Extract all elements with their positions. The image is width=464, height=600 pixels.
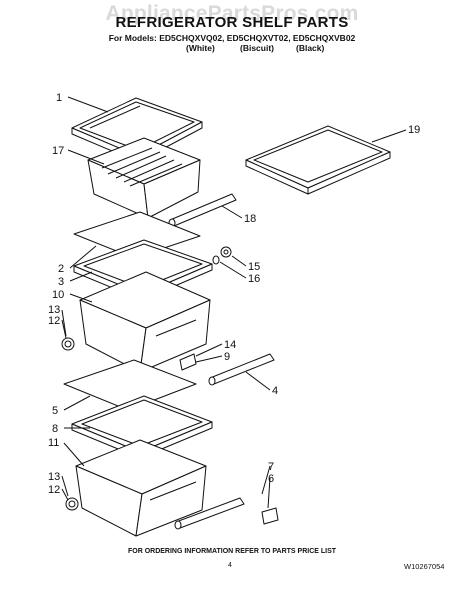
callout-3: 3 (58, 276, 64, 288)
ordering-footer: FOR ORDERING INFORMATION REFER TO PARTS … (127, 548, 337, 555)
color-white: (White) (186, 43, 215, 53)
callout-5: 5 (52, 405, 58, 417)
callout-16: 16 (248, 273, 260, 285)
callout-7: 7 (268, 461, 274, 473)
model-list: For Models: ED5CHQXVQ02, ED5CHQXVT02, ED… (108, 33, 356, 43)
callout-13-upper: 13 (48, 304, 60, 316)
color-black: (Black) (296, 43, 325, 53)
upper-crisper-drawer (87, 137, 201, 219)
watermark: AppliancePartsPros.com (105, 2, 359, 25)
callout-4: 4 (272, 385, 278, 397)
callout-10: 10 (52, 289, 64, 301)
lower-crisper-drawer (75, 439, 207, 537)
callout-14: 14 (224, 339, 236, 351)
rod-middle (208, 353, 275, 386)
callout-labels: 1 17 19 18 2 3 15 16 10 13 12 14 9 4 5 8… (48, 92, 420, 496)
page-title: REFRIGERATOR SHELF PARTS (115, 14, 349, 31)
page-number: 4 (228, 562, 232, 569)
callout-2: 2 (58, 263, 64, 275)
glass-insert-lower (63, 359, 197, 411)
right-shelf (245, 125, 391, 195)
callout-8: 8 (52, 423, 58, 435)
clip-part (261, 507, 279, 525)
callout-17: 17 (52, 145, 64, 157)
drawer-knob-lower (65, 497, 79, 511)
callout-13-lower: 13 (48, 471, 60, 483)
callout-6: 6 (268, 473, 274, 485)
callout-11: 11 (48, 437, 59, 449)
callout-19: 19 (408, 124, 420, 136)
leader-lines (61, 96, 407, 509)
callout-12-lower: 12 (48, 484, 60, 496)
callout-12-upper: 12 (48, 315, 60, 327)
callout-9: 9 (224, 351, 230, 363)
knob-parts (212, 246, 232, 265)
color-biscuit: (Biscuit) (240, 43, 274, 53)
drawer-knob-upper (61, 337, 75, 351)
rod-upper (168, 193, 237, 228)
callout-18: 18 (244, 213, 256, 225)
document-number: W10267054 (404, 562, 445, 571)
middle-crisper-drawer (79, 271, 211, 373)
glass-insert-upper (73, 211, 201, 259)
callout-15: 15 (248, 261, 260, 273)
rod-lower (174, 497, 245, 530)
callout-1: 1 (56, 92, 62, 104)
drawer-bracket (179, 353, 197, 371)
